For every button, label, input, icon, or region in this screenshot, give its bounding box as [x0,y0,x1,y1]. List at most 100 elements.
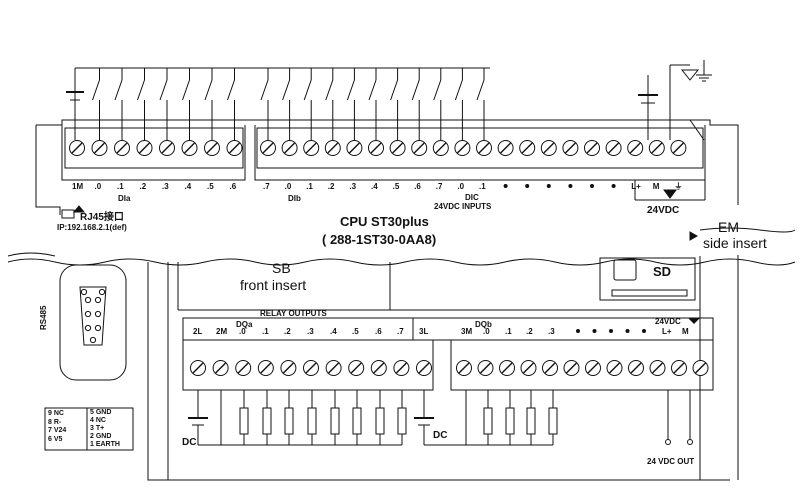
top-terminal-label: .5 [392,182,400,191]
rs485-connector [59,264,127,381]
screw-slot [370,142,382,154]
relay-label-frame-right [412,317,714,341]
top-terminal-label: .4 [184,182,192,191]
group-dia-label: DIa [118,194,131,203]
top-power-label: ⏚ [674,182,683,191]
relay-power-caption: 24VDC [655,317,681,326]
top-terminal-label: .1 [117,182,124,191]
switch-blade [282,79,291,101]
screw-slot [262,142,274,154]
load-resistor [505,407,515,435]
relay-terminal-label: .2 [526,327,533,336]
relay-terminal-label: .7 [397,327,404,336]
screw-slot [500,142,512,154]
switch-blade [325,79,334,101]
top-terminal-label: .7 [435,182,443,191]
unused-terminal-dot [503,184,508,188]
screw-slot [237,362,249,374]
screw-slot [282,362,294,374]
load-resistor [375,407,385,435]
screw-slot [695,362,706,374]
load-resistor [483,407,493,435]
unused-terminal-dot [576,329,580,333]
relay-terminal-label: 2M [216,327,228,336]
screw-slot [608,142,620,154]
screw-slot [523,362,534,374]
screw-slot [305,362,317,374]
switch-blade [260,79,269,101]
top-terminal-label: .0 [94,182,102,191]
unused-terminal-dot [590,184,594,188]
unused-terminal-dot [525,184,530,188]
rs485-pin [94,296,102,304]
rs485-pin [94,310,102,318]
top-terminal-label: .3 [349,182,357,191]
top-terminal-label: .2 [139,182,147,191]
screw-slot [161,142,173,154]
top-terminal-label: .2 [327,182,335,191]
relay-terminal-label: .6 [375,327,382,336]
group-dib-label: DIb [288,194,301,203]
sd-card-icon [613,259,637,281]
load-resistor [352,407,362,435]
vdc-out-terminal [687,439,693,445]
screw-slot [373,362,385,374]
unused-terminal-dot [611,184,616,188]
dc-label-left: DC [182,437,197,448]
switch-blade [137,79,145,101]
unused-terminal-dot [625,329,630,333]
sd-slot [599,257,696,301]
ip-label: IP:192.168.2.1(def) [57,223,127,232]
screw-slot [94,142,105,154]
screw-slot [544,362,556,374]
top-terminal-label: .1 [479,182,486,191]
screw-slot [480,362,491,374]
break-line-1 [7,258,796,266]
rs485-pin [94,324,102,332]
top-terminal-label: .4 [371,182,378,191]
screw-slot [521,142,533,154]
screw-slot [215,362,227,374]
top-terminal-block [64,127,704,188]
pinout-entry: 6 V5 [48,435,63,443]
pinout-entry: 8 R- [48,418,62,426]
screw-slot [139,142,150,154]
pinout-entry: 7 V24 [48,427,67,434]
housing-top-edge [36,119,739,205]
relay-terminal-label: .1 [505,327,512,336]
unused-terminal-dot [546,184,551,188]
load-resistor [284,407,294,435]
rs485-pin [98,288,106,296]
earth-wire [689,119,705,141]
load-resistor [548,407,558,435]
switch-blade [303,79,312,101]
screw-slot [651,142,663,154]
screw-slot [348,142,360,154]
relay-title: RELAY OUTPUTS [260,309,327,318]
vdc-out-label: 24 VDC OUT [647,457,695,466]
switch-blade [204,79,213,101]
relay-terminal-label: .0 [483,327,490,336]
cpu-model: CPU ST30plus [340,214,429,229]
load-resistor [239,407,249,435]
switch-blade [114,79,123,101]
relay-group-a: DQa [236,320,253,329]
housing-left-edge [35,125,61,215]
rs485-pin [84,296,92,304]
pinout-entry: 4 NC [90,417,106,424]
cpu-order-number: ( 288-1ST30-0AA8) [322,232,437,247]
top-terminal-frame-right [256,127,704,169]
screw-slot [395,362,407,374]
top-power-label: M [652,182,660,191]
relay-terminal-label: .1 [262,327,269,336]
relay-power-arrow [688,318,700,324]
inputs-caption: 24VDC INPUTS [434,202,492,211]
unused-terminal-dot [609,329,613,333]
screw-slot [564,142,576,154]
screw-slot [456,142,468,154]
screw-slot [478,142,490,154]
relay-terminal-label: .0 [239,327,246,336]
sd-card-slot [611,289,688,297]
screw-slot [327,142,339,154]
